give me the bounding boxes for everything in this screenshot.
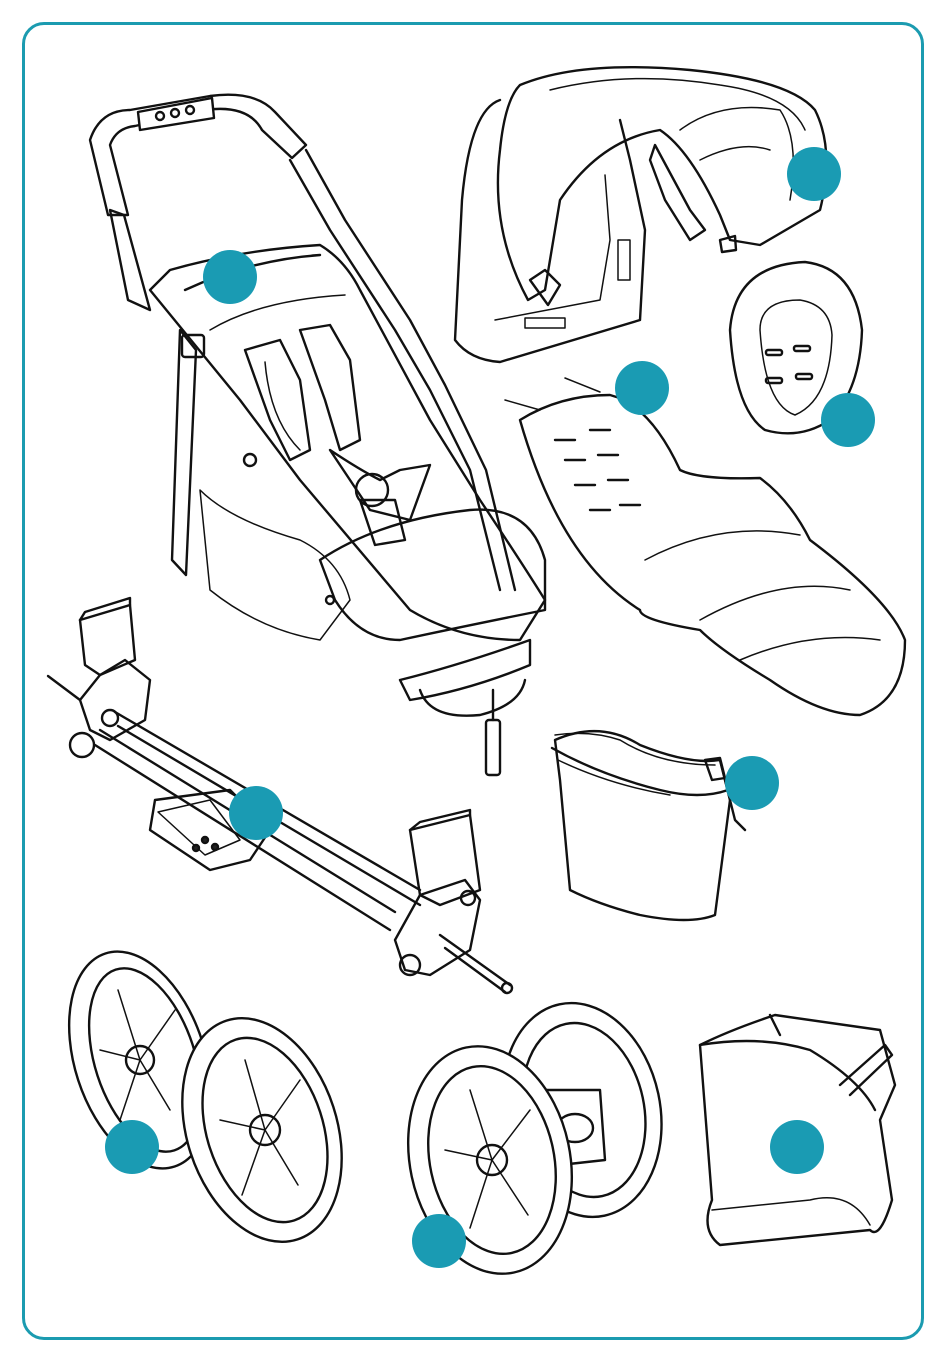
marker-bag	[725, 756, 779, 810]
marker-head-hugger	[821, 393, 875, 447]
marker-rear-wheels	[105, 1120, 159, 1174]
marker-footmuff	[615, 361, 669, 415]
axle-icon	[48, 598, 512, 993]
marker-stroller-frame	[203, 250, 257, 304]
marker-axle	[229, 786, 283, 840]
canopy-icon	[455, 67, 826, 362]
stroller-frame-icon	[90, 95, 545, 775]
bag-icon	[552, 731, 745, 920]
marker-front-wheels	[412, 1214, 466, 1268]
rear-wheels-icon	[44, 933, 369, 1262]
marker-canopy	[787, 147, 841, 201]
marker-rain-cover	[770, 1120, 824, 1174]
